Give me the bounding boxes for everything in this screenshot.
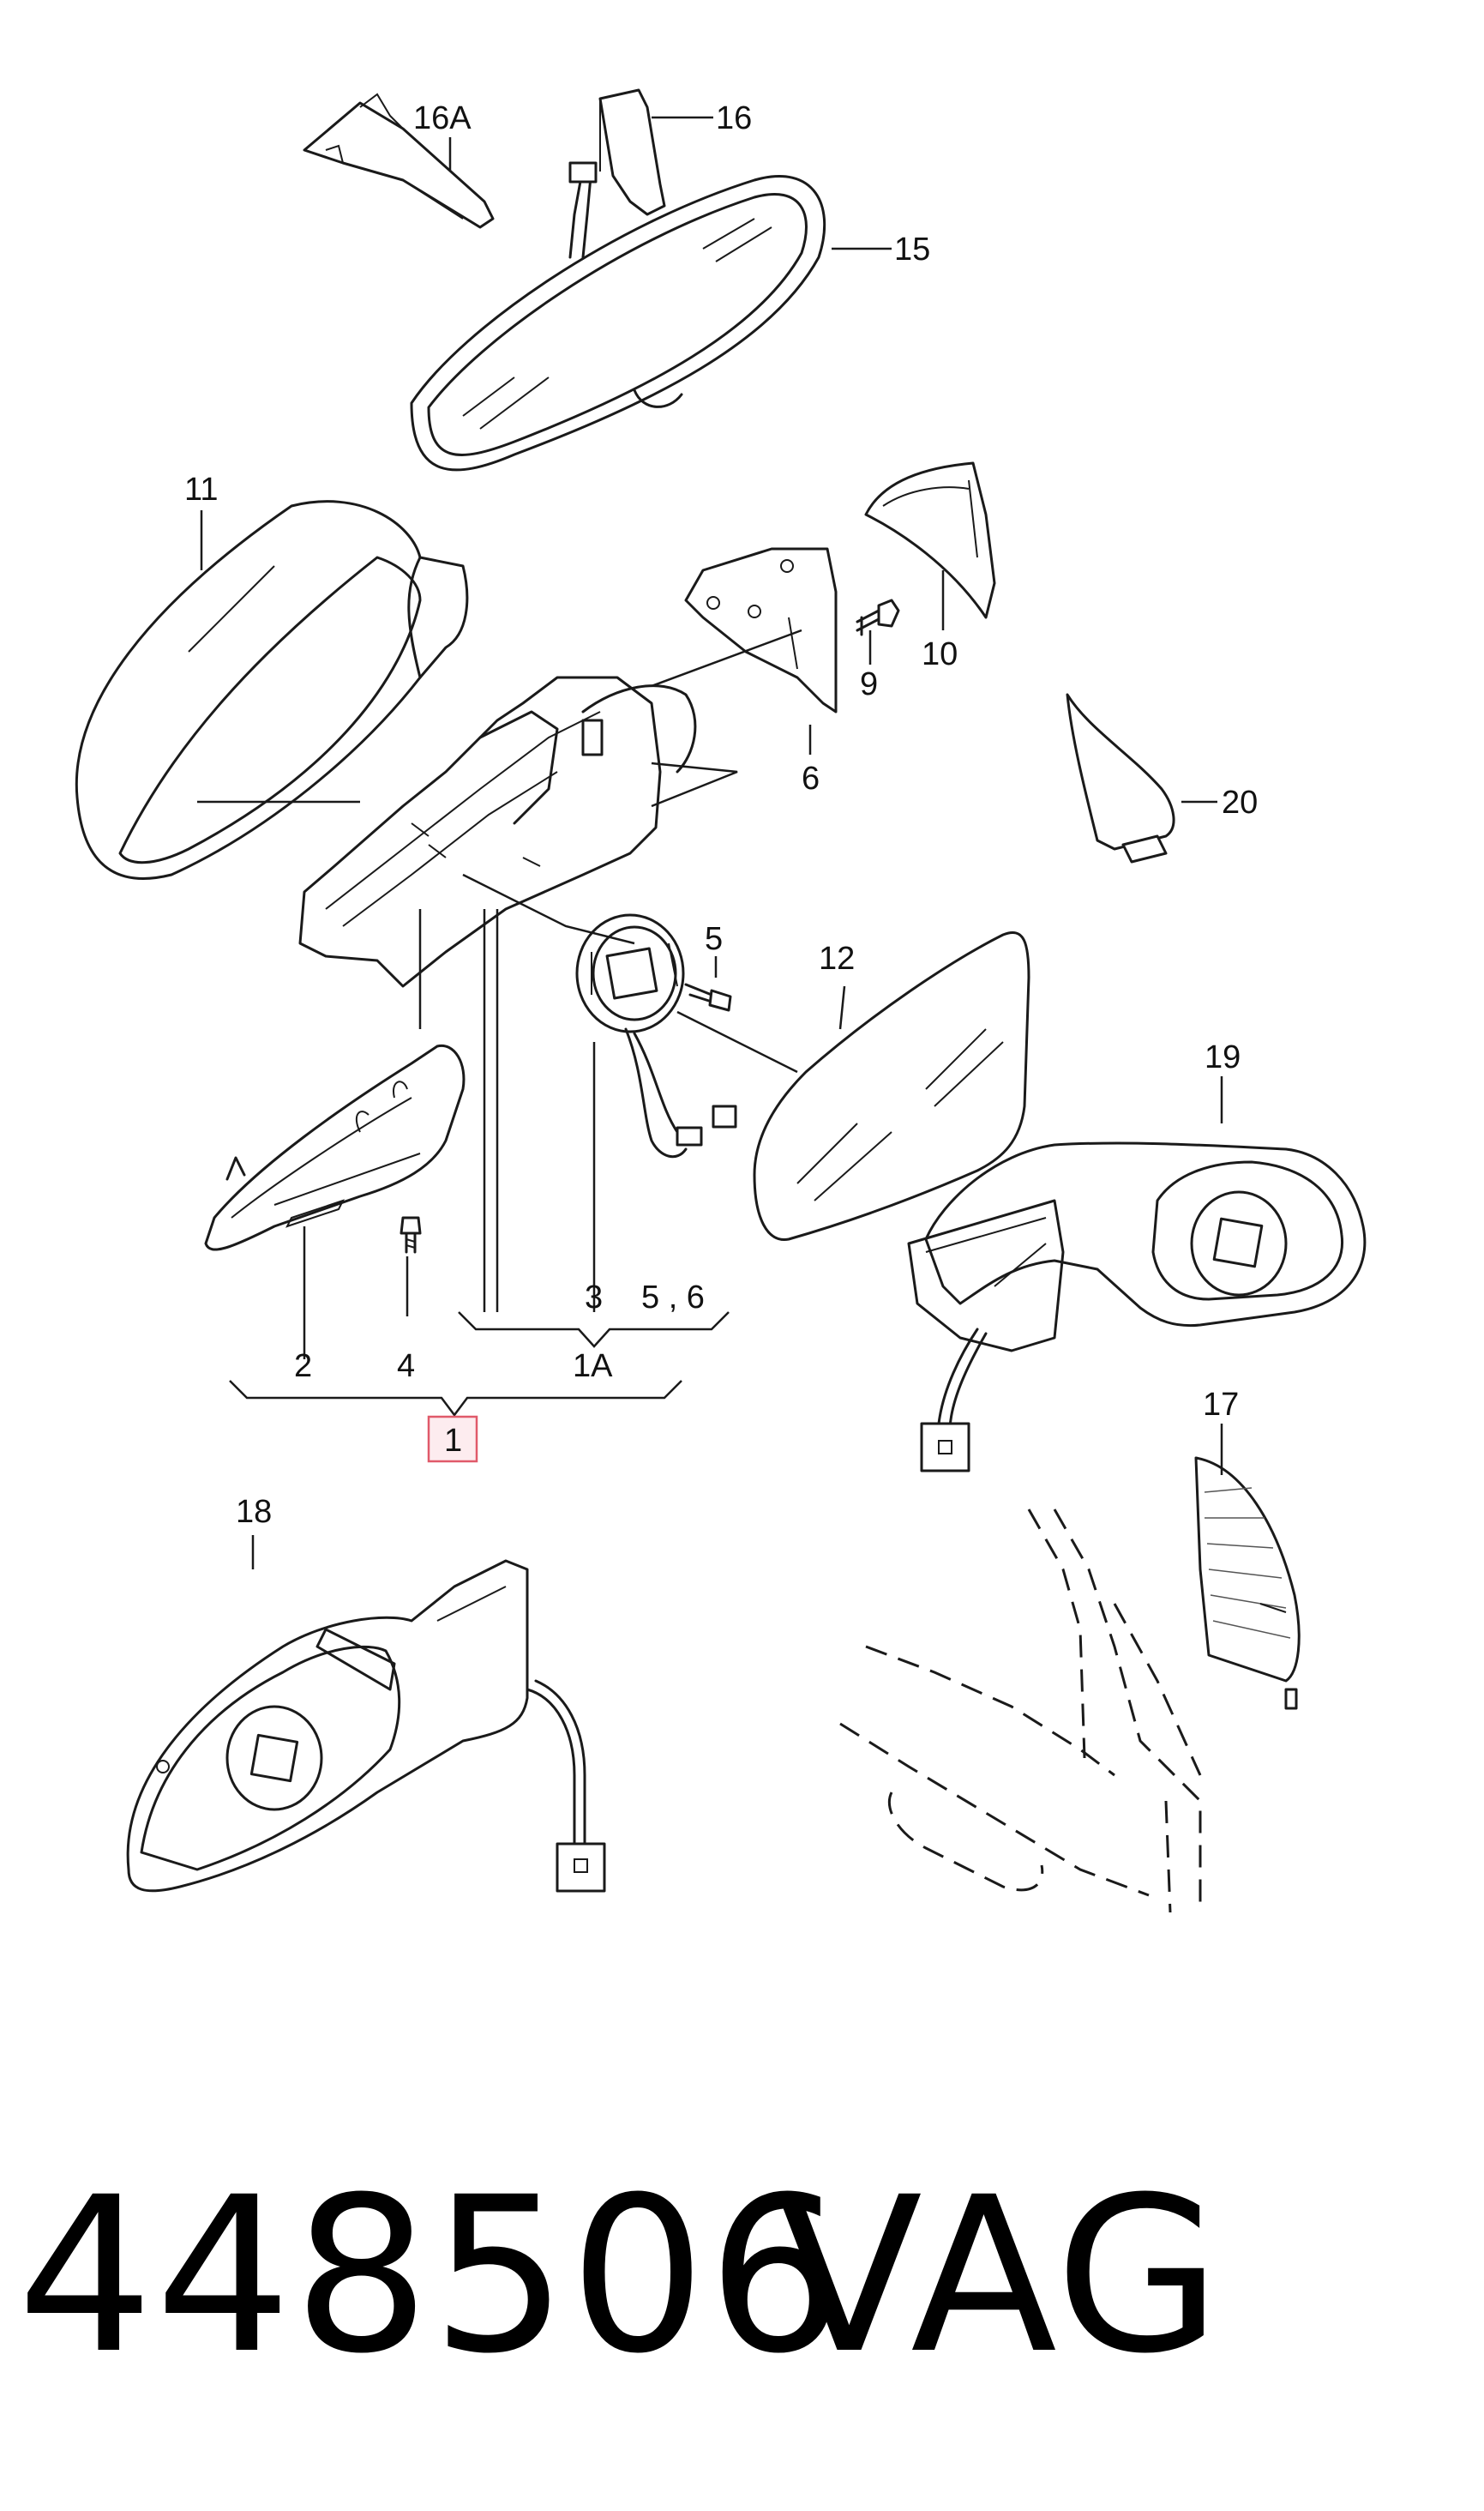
part-number: 448506 [17, 2151, 845, 2400]
callout-10: 10 [922, 636, 958, 672]
part-16A-sensor [303, 93, 495, 229]
leader-lines [197, 116, 1223, 1569]
callout-12: 12 [819, 941, 855, 977]
part-5-screw [684, 983, 732, 1012]
part-4-screw [400, 1216, 422, 1254]
callout-2: 2 [294, 1348, 312, 1384]
part-20-trim-cover [1066, 693, 1175, 864]
callout-17: 17 [1203, 1387, 1239, 1423]
part-6-carrier-plate [684, 547, 838, 714]
callout-5-6: 5 , 6 [641, 1280, 705, 1316]
callout-18: 18 [236, 1494, 272, 1530]
callout-16: 16 [716, 100, 752, 136]
callout-20: 20 [1222, 785, 1258, 821]
part-3-adjusting-motor [575, 913, 737, 1159]
part-2-lower-cover [204, 1044, 466, 1251]
callout-19: 19 [1205, 1039, 1241, 1075]
door-outline-dashed [839, 1508, 1202, 1913]
callout-6: 6 [802, 761, 820, 797]
callout-4: 4 [397, 1348, 415, 1384]
callout-5: 5 [705, 921, 723, 957]
brand-name: VAG [776, 2151, 1223, 2400]
callout-1-highlight [427, 1415, 478, 1463]
callout-15: 15 [894, 232, 930, 268]
part-15-rearview-mirror [410, 175, 826, 472]
part-19-complete-mirror [907, 1141, 1367, 1472]
callout-11: 11 [184, 472, 218, 508]
part-18-complete-mirror [126, 1559, 606, 1893]
part-1-mirror-frame [298, 676, 697, 988]
part-10-triangle-cover [864, 461, 996, 619]
callout-1A: 1A [573, 1348, 613, 1384]
callout-16A: 16A [413, 100, 472, 136]
part-9-screw [856, 599, 900, 636]
part-12-mirror-glass [753, 931, 1030, 1242]
callout-3: 3 [585, 1280, 603, 1316]
part-16-mount-bracket [568, 88, 666, 259]
part-17-ribbed-cover [1194, 1456, 1301, 1710]
part-11-mirror-cap [75, 500, 469, 880]
callout-9: 9 [860, 666, 878, 702]
callout-1: 1 [444, 1423, 462, 1459]
